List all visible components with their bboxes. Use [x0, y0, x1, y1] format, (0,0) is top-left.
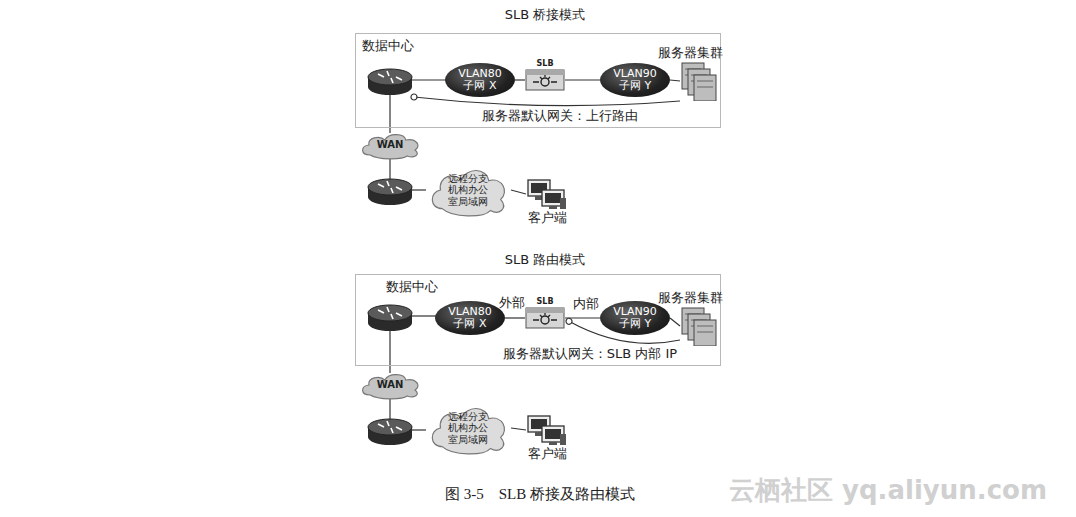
slb-device: SLB: [525, 59, 565, 91]
server-cluster: 服务器集群: [658, 290, 723, 346]
router-icon: [368, 69, 412, 95]
lan-label: 远程分支 机构办公 室局域网: [446, 173, 490, 208]
client-label: 客户端: [528, 446, 567, 462]
slb-icon: [525, 307, 565, 329]
router-icon: [368, 179, 412, 205]
annotation: SLB 桥接模式: [505, 6, 586, 24]
client-pcs: 客户端: [526, 178, 568, 226]
connector: [511, 190, 526, 194]
annotation: 内部: [573, 295, 599, 313]
connector: [565, 317, 600, 318]
server-cluster: 服务器集群: [658, 45, 723, 101]
lan-label: 远程分支 机构办公 室局域网: [446, 411, 490, 446]
vlan-ellipse: VLAN80 子网 X: [445, 63, 515, 97]
vlan-label: VLAN80 子网 X: [445, 306, 495, 330]
annotation: 外部: [499, 294, 525, 312]
vlan-ellipse: VLAN80 子网 X: [435, 301, 505, 335]
lan-cloud: 远程分支 机构办公 室局域网: [425, 162, 511, 218]
device-label: SLB: [537, 59, 554, 69]
router-icon: [368, 305, 412, 331]
vlan-label: VLAN90 子网 Y: [610, 306, 660, 330]
lan-cloud: 远程分支 机构办公 室局域网: [425, 400, 511, 456]
region-label: 数据中心: [386, 278, 438, 296]
annotation: SLB 路由模式: [505, 251, 586, 269]
cluster-label: 服务器集群: [658, 290, 723, 306]
connector: [511, 428, 526, 430]
figure-caption: 图 3-5 SLB 桥接及路由模式: [445, 485, 635, 504]
client-pcs: 客户端: [526, 414, 568, 462]
device-label: SLB: [537, 297, 554, 307]
wan-label: WAN: [377, 379, 404, 391]
wan-label: WAN: [377, 139, 404, 151]
wan-cloud: WAN: [357, 130, 423, 160]
watermark: 云栖社区 yq.aliyun.com: [729, 473, 1047, 508]
annotation: 服务器默认网关：SLB 内部 IP: [503, 345, 677, 363]
wan-cloud: WAN: [357, 370, 423, 400]
connector: [670, 318, 680, 326]
connector: [670, 80, 680, 81]
slb-device: SLB: [525, 297, 565, 329]
vlan-label: VLAN90 子网 Y: [610, 68, 660, 92]
vlan-ellipse: VLAN90 子网 Y: [600, 301, 670, 335]
vlan-ellipse: VLAN90 子网 Y: [600, 63, 670, 97]
pc-icon: [526, 178, 568, 210]
cluster-label: 服务器集群: [658, 45, 723, 61]
server-icon: [680, 61, 720, 101]
server-icon: [680, 306, 720, 346]
annotation: 服务器默认网关：上行路由: [482, 107, 638, 125]
pc-icon: [526, 414, 568, 446]
router-icon: [368, 419, 412, 445]
connector: [515, 79, 525, 80]
region-label: 数据中心: [362, 37, 414, 55]
connector: [505, 317, 525, 318]
client-label: 客户端: [528, 210, 567, 226]
vlan-label: VLAN80 子网 X: [455, 68, 505, 92]
slb-icon: [525, 69, 565, 91]
connector: [565, 79, 600, 80]
